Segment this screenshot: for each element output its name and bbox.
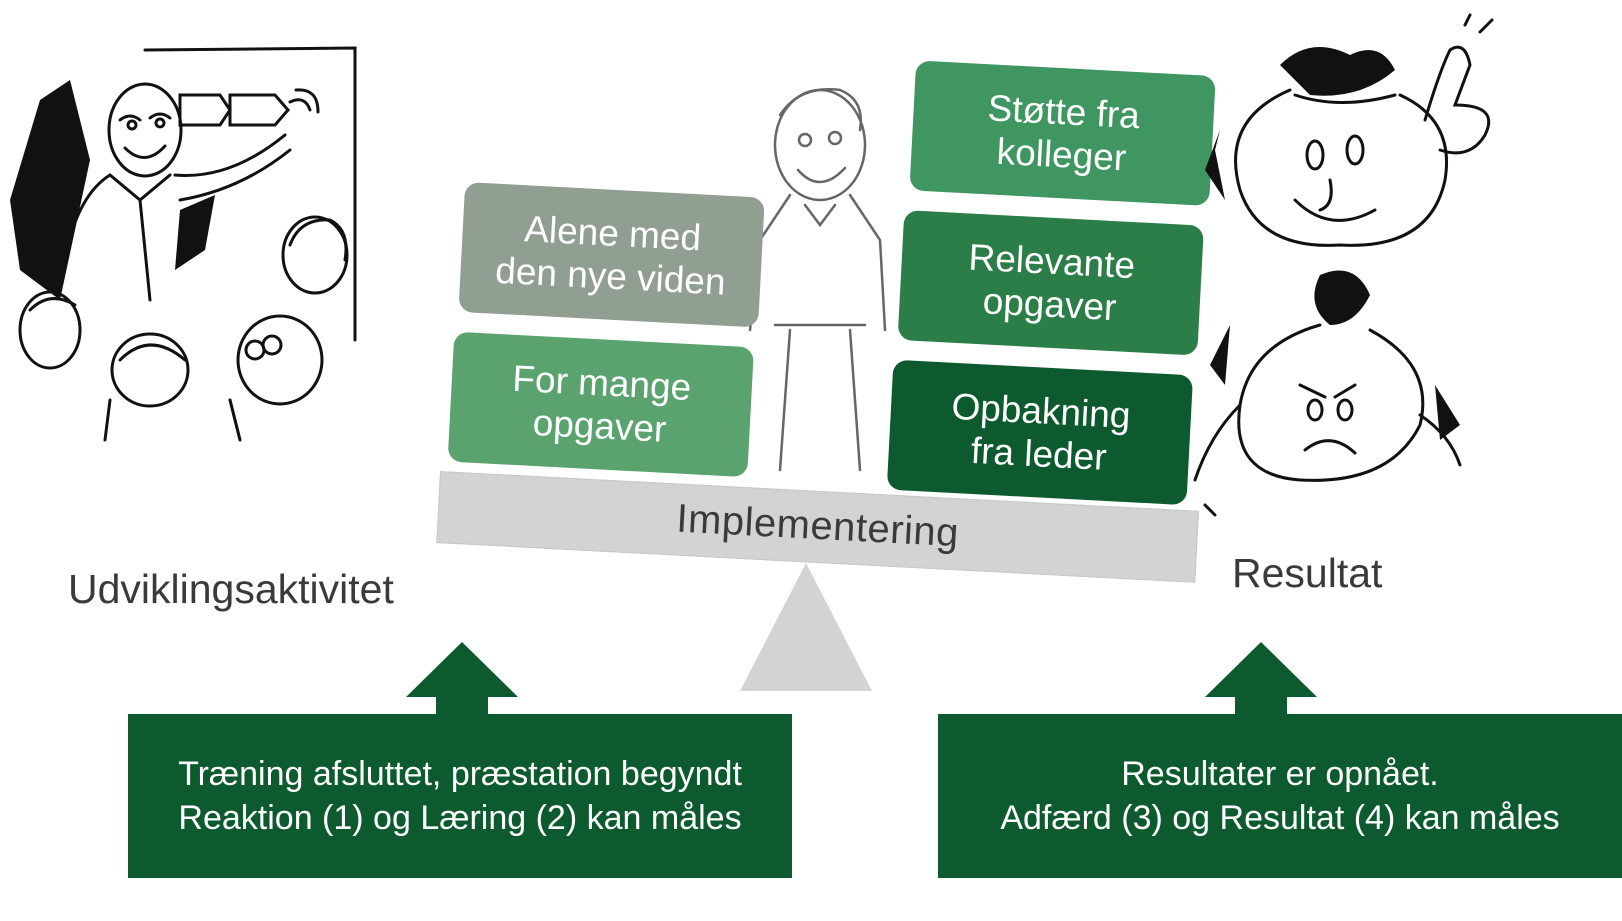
right-up-arrow-head (1205, 642, 1317, 697)
left-up-arrow-head (406, 642, 518, 697)
left-info-line-1: Træning afsluttet, præstation begyndt (178, 755, 742, 793)
fulcrum-triangle (740, 563, 872, 691)
left-info-box: Træning afsluttet, præstation begyndt Re… (128, 714, 792, 878)
right-up-arrow-stem (1235, 696, 1287, 716)
right-info-line-1: Resultater er opnået. (1121, 755, 1439, 793)
caption-result: Resultat (1232, 550, 1383, 596)
caption-development-activity: Udviklingsaktivitet (68, 566, 394, 612)
box-manager-support: Opbakning fra leder (886, 359, 1194, 506)
left-up-arrow-stem (436, 696, 488, 716)
angry-moneybag-illustration (1193, 270, 1462, 517)
right-info-box: Resultater er opnået. Adfærd (3) og Resu… (938, 714, 1622, 878)
presenter-illustration (10, 46, 357, 442)
box-support-colleagues: Støtte fra kolleger (909, 60, 1216, 206)
left-info-line-2: Reaktion (1) og Læring (2) kan måles (178, 799, 742, 837)
happy-moneybag-illustration (1205, 13, 1494, 247)
right-info-line-2: Adfærd (3) og Resultat (4) kan måles (1000, 799, 1560, 837)
box-relevant-tasks: Relevante opgaver (897, 210, 1204, 356)
box-too-many-tasks: For mange opgaver (447, 331, 754, 478)
box-alone-with-knowledge: Alene med den nye viden (458, 182, 765, 328)
